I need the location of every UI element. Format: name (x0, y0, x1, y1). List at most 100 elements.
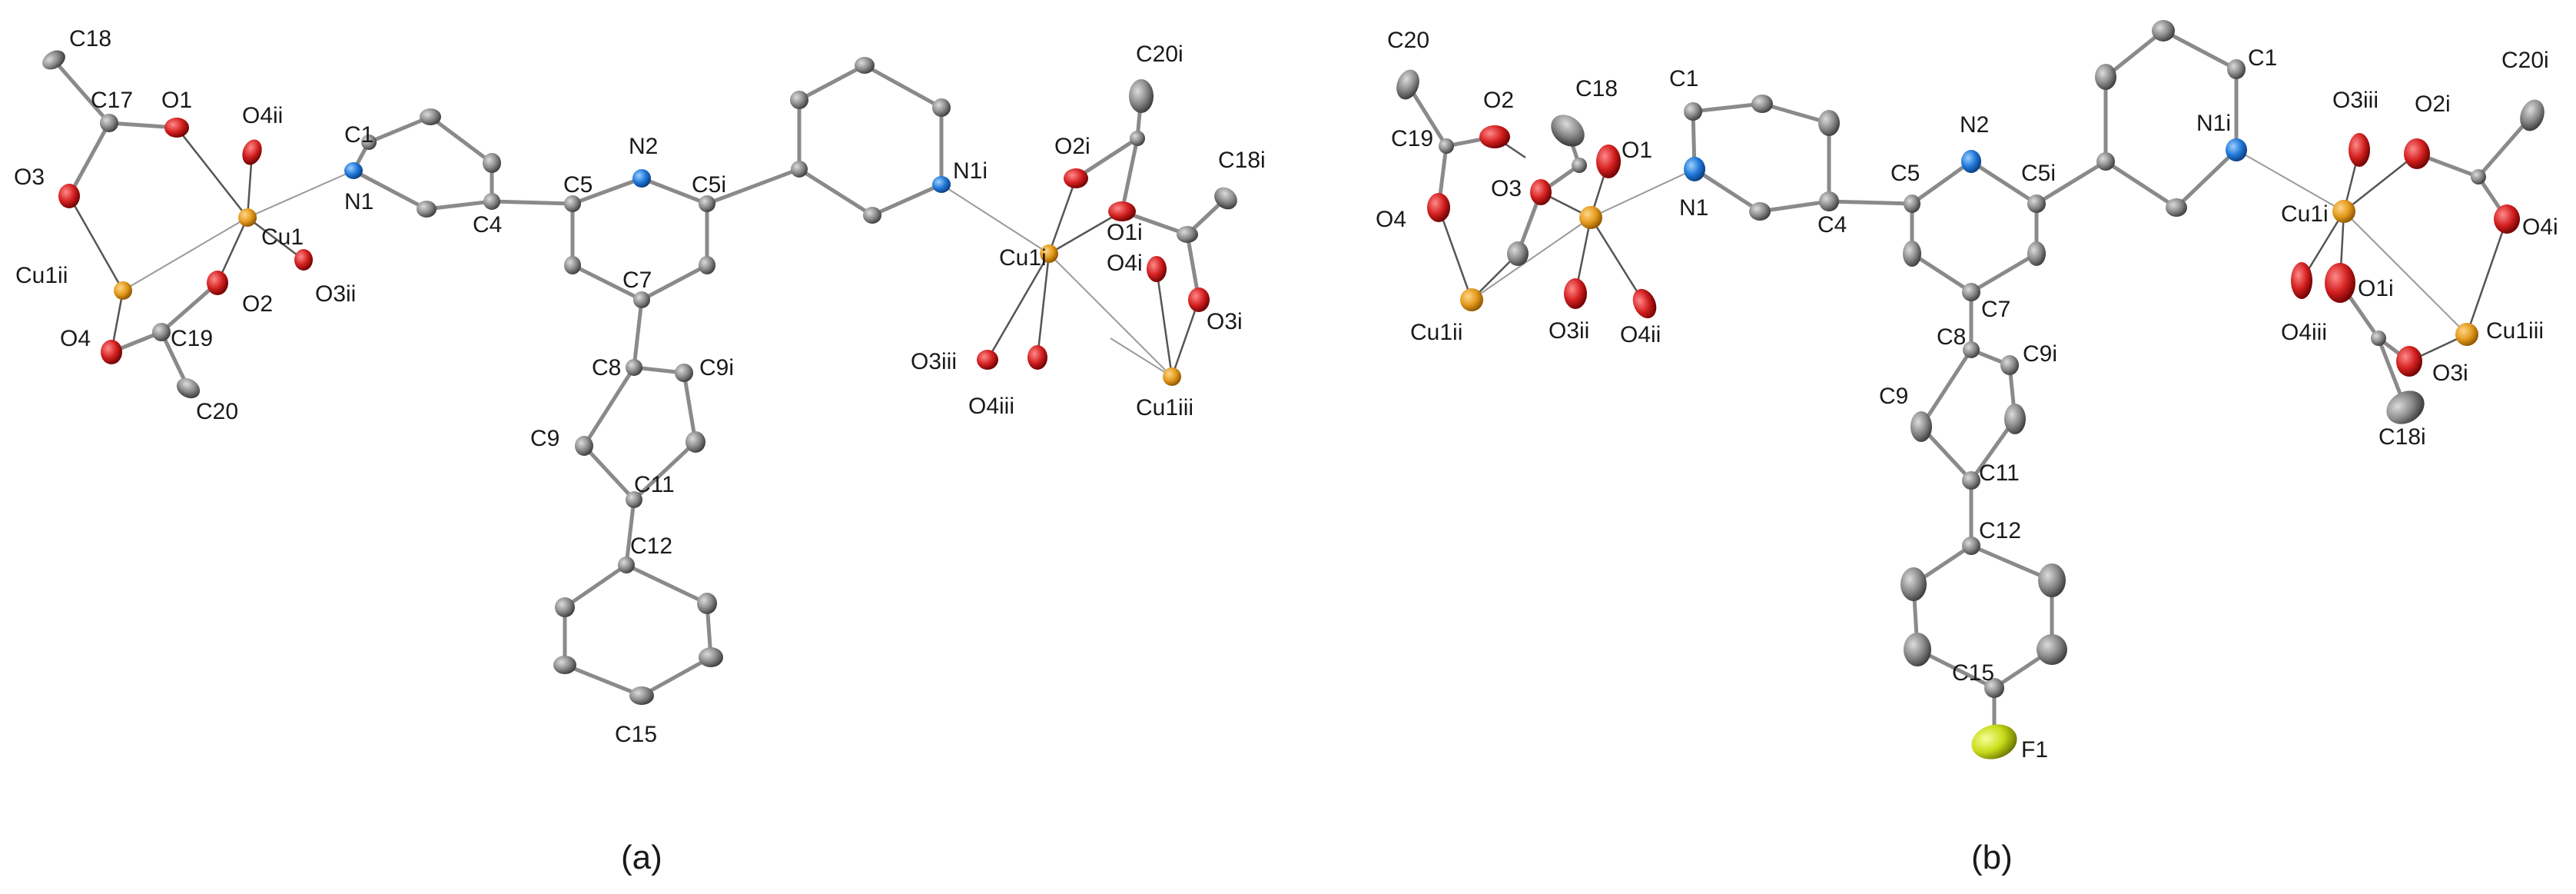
atom-C20i-a (1129, 79, 1154, 113)
atom-C15-b (1984, 678, 2004, 698)
atom-C2i-b (2095, 64, 2116, 90)
atom-Cu1i-b (2332, 200, 2355, 223)
atom-O3ii-b (1564, 278, 1587, 309)
label-C9i-b: C9i (2023, 341, 2057, 367)
atom-Cu1iii-a (1163, 367, 1181, 386)
atom-C5i-a (699, 195, 715, 212)
atom-C14i-b (2037, 634, 2067, 665)
label-C15-a: C15 (615, 722, 657, 747)
label-Cu1ii-a: Cu1ii (15, 263, 68, 288)
label-O3iii-a: O3iii (911, 349, 957, 374)
atom-Cu1-b (1579, 206, 1602, 229)
label-C5i-b: C5i (2021, 161, 2056, 186)
atom-Cu1i-a (1040, 244, 1058, 263)
atom-O4iii-b (2291, 262, 2312, 299)
atom-C8-a (626, 359, 642, 376)
atom-C19i-a (1130, 131, 1145, 146)
label-C5-a: C5 (563, 172, 593, 198)
atom-C4-b (1819, 191, 1839, 211)
atom-O4ii-b (1632, 288, 1657, 319)
atom-C9i-a (675, 364, 693, 382)
atom-O3i-a (1188, 287, 1210, 312)
panel-a-labels: C18 C17 O1 O4ii C1 O3 Cu1 N1 C4 Cu1ii O2… (14, 26, 1266, 747)
label-C12-a: C12 (630, 533, 672, 559)
atom-O3-a (58, 184, 80, 208)
atom-C11-a (626, 491, 642, 508)
label-C20-b: C20 (1387, 28, 1429, 53)
atom-C14-b (1904, 633, 1931, 666)
atom-C1-a (361, 135, 377, 150)
label-O1-b: O1 (1622, 138, 1652, 163)
label-N1-b: N1 (1679, 195, 1708, 221)
label-O1-a: O1 (161, 88, 192, 113)
atom-C13i-a (697, 593, 717, 614)
label-C1-a: C1 (344, 122, 373, 148)
atom-C13i-b (2038, 563, 2066, 597)
atom-C1-b (1684, 102, 1702, 121)
atom-C8-b (1963, 341, 1980, 358)
label-C20i-a: C20i (1136, 42, 1183, 67)
atom-C4i-a (791, 161, 808, 178)
label-Cu1iii-b: Cu1iii (2486, 318, 2544, 344)
label-O4i-a: O4i (1107, 251, 1143, 276)
atom-C19x-b (1507, 241, 1529, 266)
atom-Cu1iii-b (2455, 323, 2478, 346)
label-O3ii-a: O3ii (315, 281, 356, 307)
atom-C2-a (420, 108, 441, 125)
atom-O1-a (164, 118, 189, 138)
label-C7-a: C7 (622, 268, 652, 293)
label-C1i-b: C1 (2248, 45, 2277, 71)
label-C4-a: C4 (473, 212, 502, 238)
atom-O2i-b (2404, 138, 2430, 169)
atom-O2-a (207, 271, 228, 295)
label-O1i-a: O1i (1107, 220, 1143, 245)
atom-C12-b (1962, 537, 1980, 555)
atom-C3i-b (2152, 20, 2175, 42)
atom-C10i-b (2004, 404, 2026, 434)
atom-N2-a (632, 169, 651, 188)
atom-C18i-a (1214, 187, 1237, 210)
atom-O3iii-b (2349, 133, 2370, 167)
label-C18-a: C18 (69, 26, 111, 52)
atom-C3-b (1818, 110, 1840, 136)
atom-C15-a (629, 686, 654, 705)
label-O3ii-b: O3ii (1549, 318, 1589, 344)
label-Cu1-a: Cu1 (261, 224, 304, 250)
atom-Cu1ii-b (1460, 288, 1483, 311)
atom-O1i-b (2325, 263, 2355, 303)
label-O4-a: O4 (60, 326, 91, 351)
atom-C3i-a (855, 57, 875, 74)
panel-a-atoms (42, 50, 1237, 705)
atom-C19i-b (2471, 169, 2486, 184)
label-C19-b: C19 (1391, 126, 1433, 151)
atom-C2i-a (790, 91, 808, 109)
atom-C7-b (1962, 283, 1980, 301)
atom-Cu1ii-a (114, 281, 132, 300)
label-C8-a: C8 (592, 355, 621, 381)
atom-O2-b (1479, 125, 1510, 148)
label-C18-b: C18 (1575, 76, 1618, 101)
label-Cu1iii-a: Cu1iii (1136, 395, 1193, 420)
atom-C5-a (564, 195, 581, 212)
label-N1-a: N1 (344, 189, 373, 214)
atom-N1i-a (932, 176, 951, 193)
atom-C14-a (553, 656, 576, 674)
atom-C20-a (176, 377, 201, 399)
atom-N1-a (344, 162, 363, 179)
atom-C12-a (618, 557, 635, 573)
atom-C10-b (1910, 411, 1932, 442)
atom-N1-b (1684, 157, 1705, 181)
label-O4i-b: O4i (2522, 214, 2558, 240)
atom-C17i-a (1177, 226, 1198, 243)
label-C9-b: C9 (1879, 384, 1908, 409)
label-Cu1ii-b: Cu1ii (1410, 320, 1462, 345)
label-O2i-a: O2i (1054, 134, 1090, 159)
atom-C2-b (1751, 95, 1773, 113)
label-C18i-a: C18i (1218, 148, 1266, 173)
atom-O4-b (1427, 193, 1450, 222)
atom-O1i-a (1108, 201, 1136, 221)
atom-O3ii-a (294, 249, 313, 271)
label-C7-b: C7 (1981, 297, 2010, 322)
atom-C14i-a (699, 647, 723, 667)
